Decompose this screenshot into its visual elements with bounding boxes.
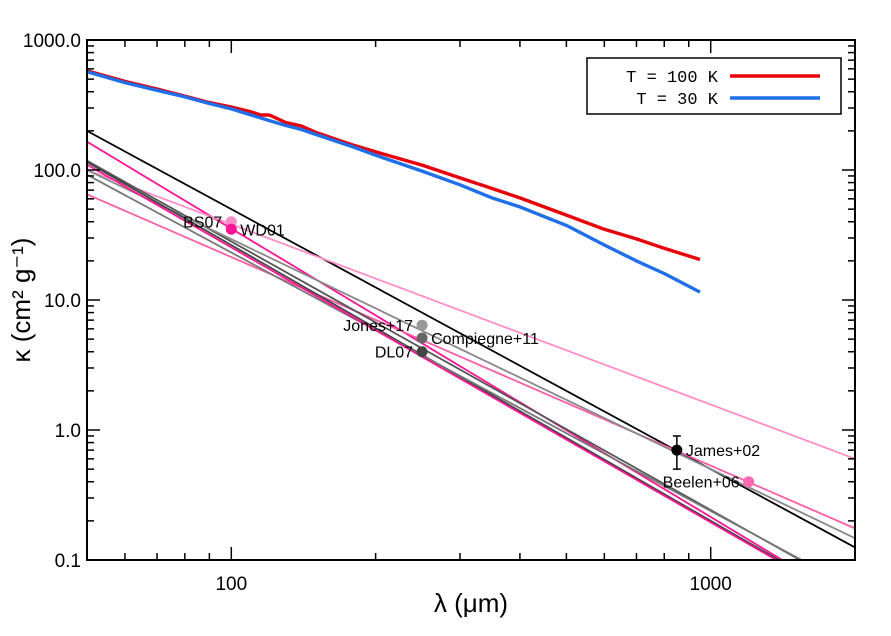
reference-line-4	[87, 193, 855, 530]
reference-line-5	[87, 169, 855, 460]
tick-layer: 100 1000 0.1 1.0 10.0 100.0 1000.0	[23, 31, 856, 595]
marker-james-02	[671, 444, 683, 456]
y-tick-label: 1.0	[55, 421, 81, 442]
label-wd01: WD01	[240, 222, 285, 239]
x-axis-title: λ (μm)	[434, 588, 508, 618]
label-bs07: BS07	[183, 215, 222, 232]
x-tick-label: 100	[215, 574, 247, 595]
label-james-02: James+02	[686, 443, 760, 460]
reference-line-8	[87, 161, 781, 560]
marker-beelen-06	[743, 476, 755, 488]
reference-line-9	[87, 173, 804, 560]
y-tick-label: 100.0	[33, 161, 81, 182]
y-tick-label: 1000.0	[23, 31, 81, 52]
marker-wd01	[225, 223, 237, 235]
marker-jones-17	[416, 319, 428, 331]
marker-bs07	[225, 216, 237, 228]
legend-label-t-30-k: T = 30 K	[636, 91, 718, 110]
annotation-layer: BS07 WD01Jones+17Compiegne+11DL07James+02…	[183, 215, 760, 492]
reference-line-2	[87, 130, 855, 549]
series-layer	[87, 69, 855, 560]
label-jones-17: Jones+17	[343, 318, 413, 335]
label-compiegne-11: Compiegne+11	[431, 331, 539, 348]
legend-label-t-100-k: T = 100 K	[626, 69, 719, 88]
y-tick-label: 0.1	[55, 551, 81, 572]
marker-dl07	[416, 346, 428, 358]
label-beelen-06: Beelen+06	[663, 475, 740, 492]
reference-line-3	[87, 140, 784, 560]
legend-box	[586, 57, 842, 115]
legend: T = 100 K T = 30 K	[586, 57, 842, 115]
y-tick-label: 10.0	[44, 291, 81, 312]
x-tick-label: 1000	[690, 574, 732, 595]
y-axis-title: κ (cm² g⁻¹)	[6, 238, 36, 363]
series-t-30-k	[87, 70, 701, 294]
reference-line-7	[87, 169, 855, 540]
marker-compiegne-11	[416, 332, 428, 344]
label-dl07: DL07	[375, 345, 413, 362]
reference-line-10	[87, 163, 779, 560]
